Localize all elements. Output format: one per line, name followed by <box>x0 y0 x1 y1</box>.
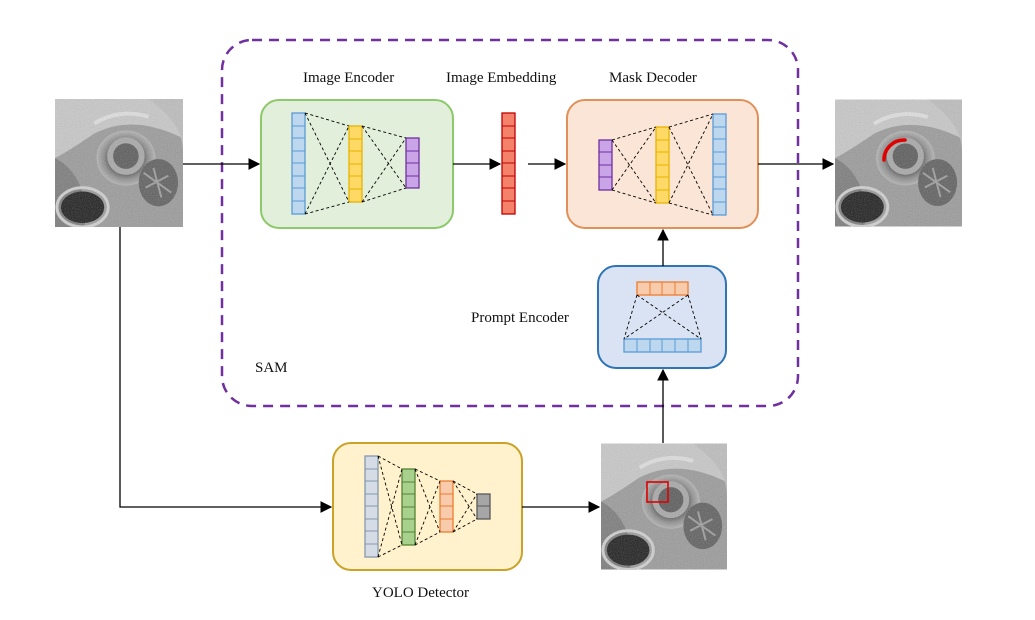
image-embedding-vector <box>501 112 516 215</box>
mask-decoder-network <box>598 113 727 216</box>
sam-label: SAM <box>255 360 288 376</box>
mask-decoder-label: Mask Decoder <box>609 70 697 86</box>
yolo-detector-box <box>332 442 523 571</box>
connector-arrows <box>119 158 835 513</box>
image-embedding-label: Image Embedding <box>446 70 557 86</box>
prompt-encoder-label: Prompt Encoder <box>471 310 569 326</box>
bounding-box <box>646 481 669 503</box>
segmentation-mask <box>882 138 907 162</box>
arrow-input-to-yolo <box>119 227 333 513</box>
yolo-network <box>364 455 491 558</box>
yolo-detector-label: YOLO Detector <box>372 585 470 601</box>
prompt-encoder-box <box>597 265 727 369</box>
input-mri-image <box>55 99 183 227</box>
output-mri-image <box>835 100 962 227</box>
image-encoder-network <box>291 112 420 215</box>
detection-mri-image <box>601 444 727 570</box>
prompt-encoder-network <box>623 281 702 353</box>
image-encoder-label: Image Encoder <box>303 70 395 86</box>
sam-container <box>220 38 800 408</box>
